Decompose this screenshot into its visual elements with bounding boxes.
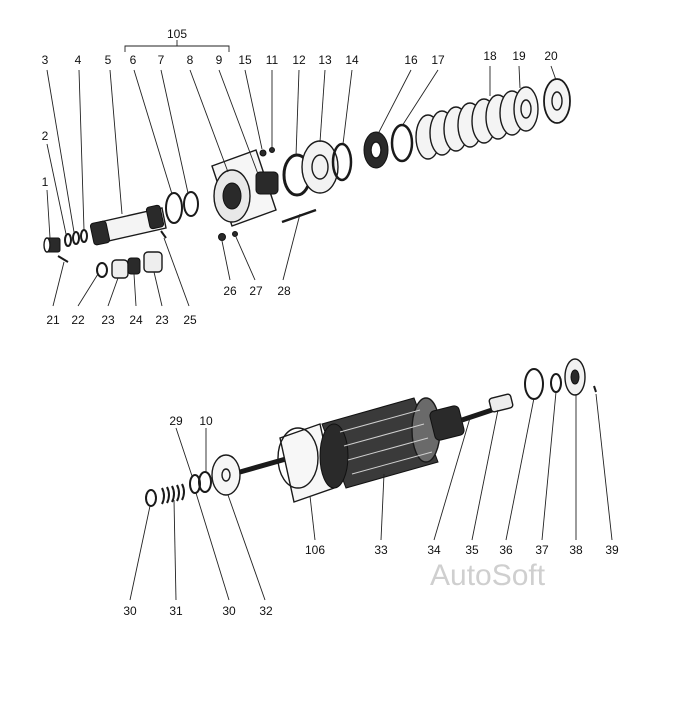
label-25: 25 — [183, 313, 197, 327]
part-21-pin — [57, 255, 69, 263]
part-25-pin — [160, 230, 167, 239]
part-36-washer — [524, 368, 544, 400]
label-23-b: 23 — [155, 313, 169, 327]
label-5: 5 — [105, 53, 112, 67]
label-31: 31 — [169, 604, 183, 618]
part-32-washer — [211, 454, 241, 496]
label-38: 38 — [569, 543, 583, 557]
part-34-shaft-end — [461, 407, 493, 423]
watermark: AutoSoft — [430, 559, 546, 592]
label-3: 3 — [42, 53, 49, 67]
label-19: 19 — [512, 49, 526, 63]
part-8-drive-housing — [211, 149, 277, 227]
part-7-ring — [183, 191, 199, 217]
label-10: 10 — [199, 414, 213, 428]
label-14: 14 — [345, 53, 359, 67]
label-13: 13 — [318, 53, 332, 67]
label-32: 32 — [259, 604, 273, 618]
part-20-end-plate — [543, 78, 571, 124]
label-21: 21 — [46, 313, 60, 327]
label-39: 39 — [605, 543, 619, 557]
label-11: 11 — [266, 53, 279, 67]
part-26-screw — [218, 233, 226, 241]
part-4-ring — [80, 229, 88, 243]
part-2-ring — [64, 233, 72, 247]
top-assembly — [43, 78, 571, 279]
part-39-pin — [593, 385, 597, 393]
part-27-washer — [232, 231, 238, 237]
label-35: 35 — [465, 543, 479, 557]
label-106: 106 — [305, 543, 325, 557]
label-15: 15 — [238, 53, 252, 67]
label-18: 18 — [483, 49, 497, 63]
part-37-ring — [550, 373, 562, 393]
label-2: 2 — [42, 129, 49, 143]
label-105: 105 — [167, 27, 187, 41]
part-1-nut — [43, 237, 61, 253]
commutator — [429, 405, 465, 441]
part-23-sleeve-a — [111, 259, 129, 279]
label-1: 1 — [42, 175, 49, 189]
part-10-ring — [198, 471, 212, 493]
part-14-ring — [331, 142, 353, 182]
label-30-a: 30 — [123, 604, 137, 618]
label-27: 27 — [249, 284, 263, 298]
label-9: 9 — [216, 53, 223, 67]
part-17-ring — [390, 123, 414, 163]
part-22-washer — [96, 262, 108, 278]
part-35-bushing — [488, 393, 514, 413]
label-6: 6 — [130, 53, 137, 67]
part-38-plate — [564, 358, 586, 396]
part-24-sleeve — [127, 257, 141, 275]
part-9-sleeve — [255, 171, 279, 195]
label-12: 12 — [292, 53, 306, 67]
label-30-b: 30 — [222, 604, 236, 618]
label-29: 29 — [169, 414, 183, 428]
label-7: 7 — [158, 53, 165, 67]
label-23-a: 23 — [101, 313, 115, 327]
part-33-armature-core — [319, 397, 441, 489]
label-34: 34 — [427, 543, 441, 557]
label-26: 26 — [223, 284, 237, 298]
label-8: 8 — [187, 53, 194, 67]
label-17: 17 — [431, 53, 445, 67]
label-16: 16 — [404, 53, 418, 67]
label-33: 33 — [374, 543, 388, 557]
label-36: 36 — [499, 543, 513, 557]
part-30-ring-a — [145, 489, 157, 507]
part-28-rod — [281, 208, 317, 224]
part-5-pinion-shaft — [89, 204, 167, 246]
bracket-105 — [124, 40, 230, 52]
part-labels: 105 1 2 3 4 5 6 7 8 9 15 11 12 13 14 16 … — [42, 27, 619, 618]
part-15-screw — [259, 149, 267, 157]
part-18-19-clutch-plates — [415, 86, 539, 160]
label-24: 24 — [129, 313, 143, 327]
part-31-spring — [161, 483, 185, 505]
part-16-hub — [363, 131, 389, 169]
part-23-sleeve-b — [143, 251, 163, 273]
part-3-ring — [72, 231, 80, 245]
bottom-assembly — [145, 358, 597, 507]
label-20: 20 — [544, 49, 558, 63]
part-106-cage — [277, 423, 335, 503]
label-28: 28 — [277, 284, 291, 298]
part-11-screw — [269, 147, 275, 153]
label-37: 37 — [535, 543, 549, 557]
leader-lines — [46, 40, 613, 601]
label-4: 4 — [75, 53, 82, 67]
part-6-ring — [165, 192, 183, 224]
label-22: 22 — [71, 313, 85, 327]
